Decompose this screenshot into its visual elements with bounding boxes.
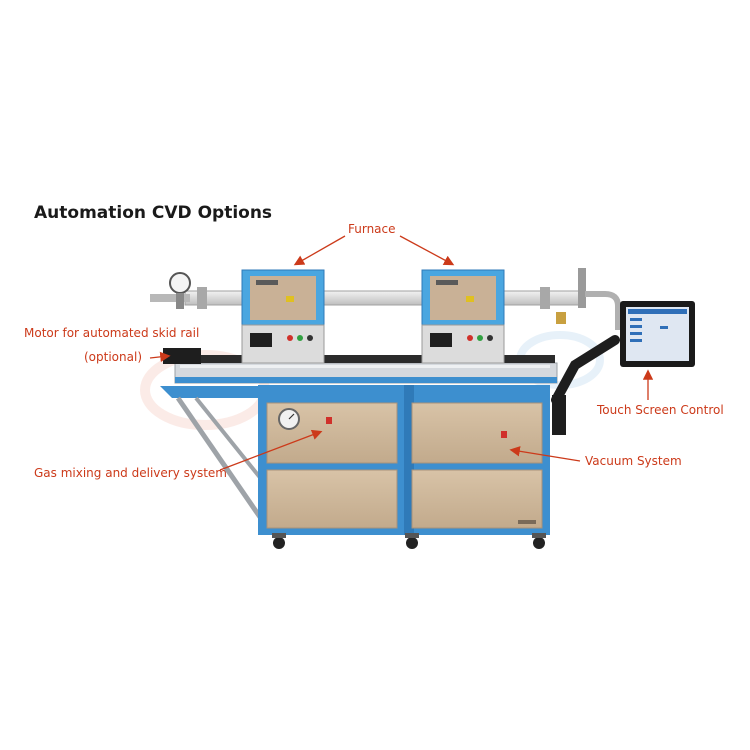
cabinet [258,385,550,549]
motor-label: Motor for automated skid rail [24,326,200,340]
callout-arrows [149,235,654,471]
skid-rail-motor [163,348,201,364]
rail-table [174,355,558,384]
gas-system-label: Gas mixing and delivery system [34,466,227,480]
page-title: Automation CVD Options [34,203,273,223]
furnace-label: Furnace [348,222,396,236]
quartz-tube [150,268,621,330]
touch-screen-label: Touch Screen Control [597,403,724,417]
furnace-left [241,269,325,364]
touch-screen-assembly [551,301,695,435]
furnace-right [421,269,505,364]
vacuum-system-label: Vacuum System [585,454,682,468]
left-support-frame [160,386,268,522]
motor-optional-label: (optional) [84,350,142,364]
